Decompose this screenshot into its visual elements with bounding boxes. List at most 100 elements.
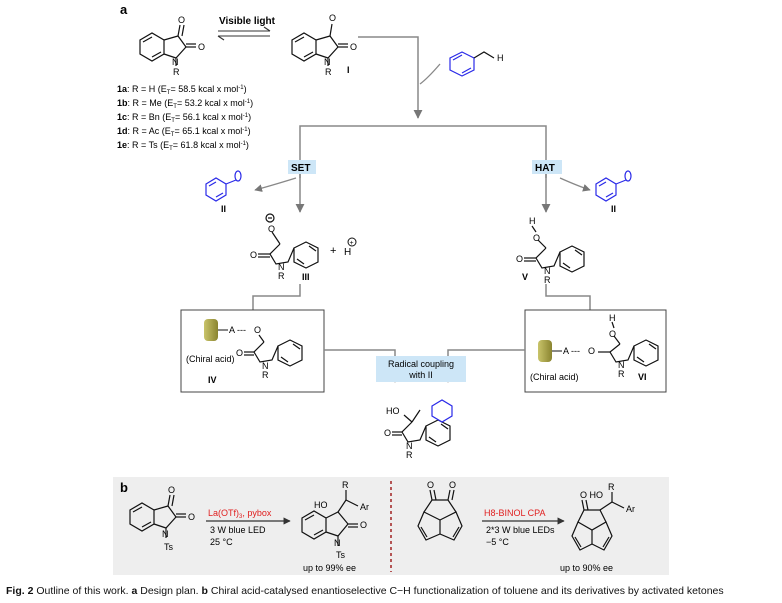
left-reactant-o1: O (168, 485, 175, 495)
left-product-n: N (334, 538, 341, 548)
radical-ii-right-label: II (611, 204, 616, 214)
left-light: 3 W blue LED (210, 525, 266, 535)
substrate-1c: 1c: R = Bn (ET= 56.1 kcal x mol-1) (117, 112, 251, 124)
proton-charge (347, 237, 357, 247)
right-reactant-o2: O (449, 480, 456, 490)
set-label: SET (291, 163, 310, 174)
proton-plus: + (330, 245, 336, 257)
toluene-reagent (449, 51, 475, 77)
intermediate-i-label: I (347, 65, 350, 75)
isatin-n-label: N (172, 57, 179, 67)
right-product-ar: Ar (626, 504, 635, 514)
left-product-ts: Ts (336, 550, 346, 560)
caption-a-text: Design plan. (137, 585, 202, 597)
vi-o-top-label: O (609, 329, 616, 339)
right-catalyst: H8-BINOL CPA (484, 508, 546, 518)
panel-b-label: b (120, 480, 128, 495)
right-product-o-ho: O HO (580, 490, 603, 500)
intermediate-i-o-label: O (329, 13, 336, 23)
iv-r-label: R (262, 370, 269, 380)
iv-o-label: O (254, 325, 261, 335)
vi-a-label: A (563, 346, 569, 356)
vi-dashes: --- (571, 346, 580, 356)
intermediate-i-r-label: R (325, 67, 332, 77)
isatin-structure (139, 24, 196, 66)
isatin-r-label: R (173, 67, 180, 77)
vi-n-label: N (618, 360, 625, 370)
intermediate-v-h-label: H (529, 216, 536, 226)
isatin-o1-label: O (178, 15, 185, 25)
right-light: 2*3 W blue LEDs (486, 525, 555, 535)
box-iv (180, 309, 325, 393)
connector-iii-iv (252, 284, 301, 310)
intermediate-iii-o-label: O (268, 224, 275, 234)
product-benzyl (431, 399, 453, 423)
intermediate-i-o2-label: O (350, 42, 357, 52)
vi-chiral-acid-label: (Chiral acid) (530, 372, 579, 382)
iv-o2-label: O (236, 348, 243, 358)
left-reactant-ts: Ts (164, 542, 174, 552)
intermediate-i-structure (291, 23, 348, 66)
left-ee: up to 99% ee (303, 563, 356, 573)
intermediate-v-structure (524, 225, 585, 273)
left-product-structure (301, 490, 359, 546)
intermediate-iii-o2-label: O (250, 250, 257, 260)
intermediate-v-n-label: N (544, 266, 551, 276)
iv-a-label: A (229, 325, 235, 335)
left-product-ho: HO (314, 500, 328, 510)
product-n-label: N (406, 441, 413, 451)
left-reactant-structure (129, 494, 186, 538)
flow-arrow-main (358, 36, 423, 119)
iv-n-label: N (262, 361, 269, 371)
hat-branch-arrow (559, 177, 591, 192)
intermediate-iii-structure (258, 213, 319, 269)
product-r-label: R (406, 450, 413, 460)
left-product-r: R (342, 480, 349, 490)
intermediate-iii-label: III (302, 272, 310, 282)
radical-coupling-line2: with II (408, 370, 433, 380)
product-structure (392, 409, 451, 447)
equilibrium-arrows (217, 26, 271, 41)
left-reactant-n: N (162, 529, 169, 539)
isatin-o2-label: O (198, 42, 205, 52)
intermediate-v-r-label: R (544, 275, 551, 285)
intermediate-v-label: V (522, 272, 528, 282)
set-branch-arrow (254, 177, 297, 192)
caption-title: Outline of this work. (33, 585, 132, 597)
vi-h-label: H (609, 313, 616, 323)
right-reactant-structure (417, 489, 463, 541)
intermediate-v-o-label: O (533, 233, 540, 243)
radical-coupling-box (376, 356, 466, 382)
benzyl-radical-left (205, 170, 242, 202)
caption-fig: Fig. 2 (6, 585, 34, 597)
substrate-1d: 1d: R = Ac (ET= 65.1 kcal x mol-1) (117, 126, 251, 138)
chiral-acid-block-right (538, 340, 552, 362)
product-o-label: O (384, 428, 391, 438)
right-temp: −5 °C (486, 537, 509, 547)
substrate-1b: 1b: R = Me (ET= 53.2 kcal x mol-1) (117, 98, 253, 110)
caption-b: b (201, 585, 208, 597)
left-reactant-o2: O (188, 512, 195, 522)
left-temp: 25 °C (210, 537, 233, 547)
vi-label: VI (638, 372, 647, 382)
panel-a-label: a (120, 2, 128, 17)
vi-r-label: R (618, 369, 625, 379)
split-line (299, 125, 547, 178)
left-product-o: O (360, 520, 367, 530)
intermediate-iii-n-label: N (278, 262, 285, 272)
box-vi (524, 309, 667, 393)
caption-a: a (131, 585, 138, 597)
right-product-r: R (608, 482, 615, 492)
svg-text:+: + (350, 240, 354, 247)
figure-caption: Fig. 2 Outline of this work. a Design pl… (6, 585, 782, 597)
product-ho-label: HO (386, 406, 400, 416)
iv-isatin-structure (244, 334, 303, 367)
radical-ii-left-label: II (221, 204, 226, 214)
caption-b-text: Chiral acid-catalysed enantioselective C… (207, 585, 724, 597)
substrate-list: 1a: R = H (ET= 58.5 kcal x mol-1) 1b: R … (117, 84, 253, 152)
hat-box (532, 160, 562, 174)
intermediate-i-n-label: N (324, 57, 331, 67)
visible-light-label: Visible light (219, 16, 276, 27)
left-catalyst: La(OTf)3, pybox (208, 508, 272, 520)
